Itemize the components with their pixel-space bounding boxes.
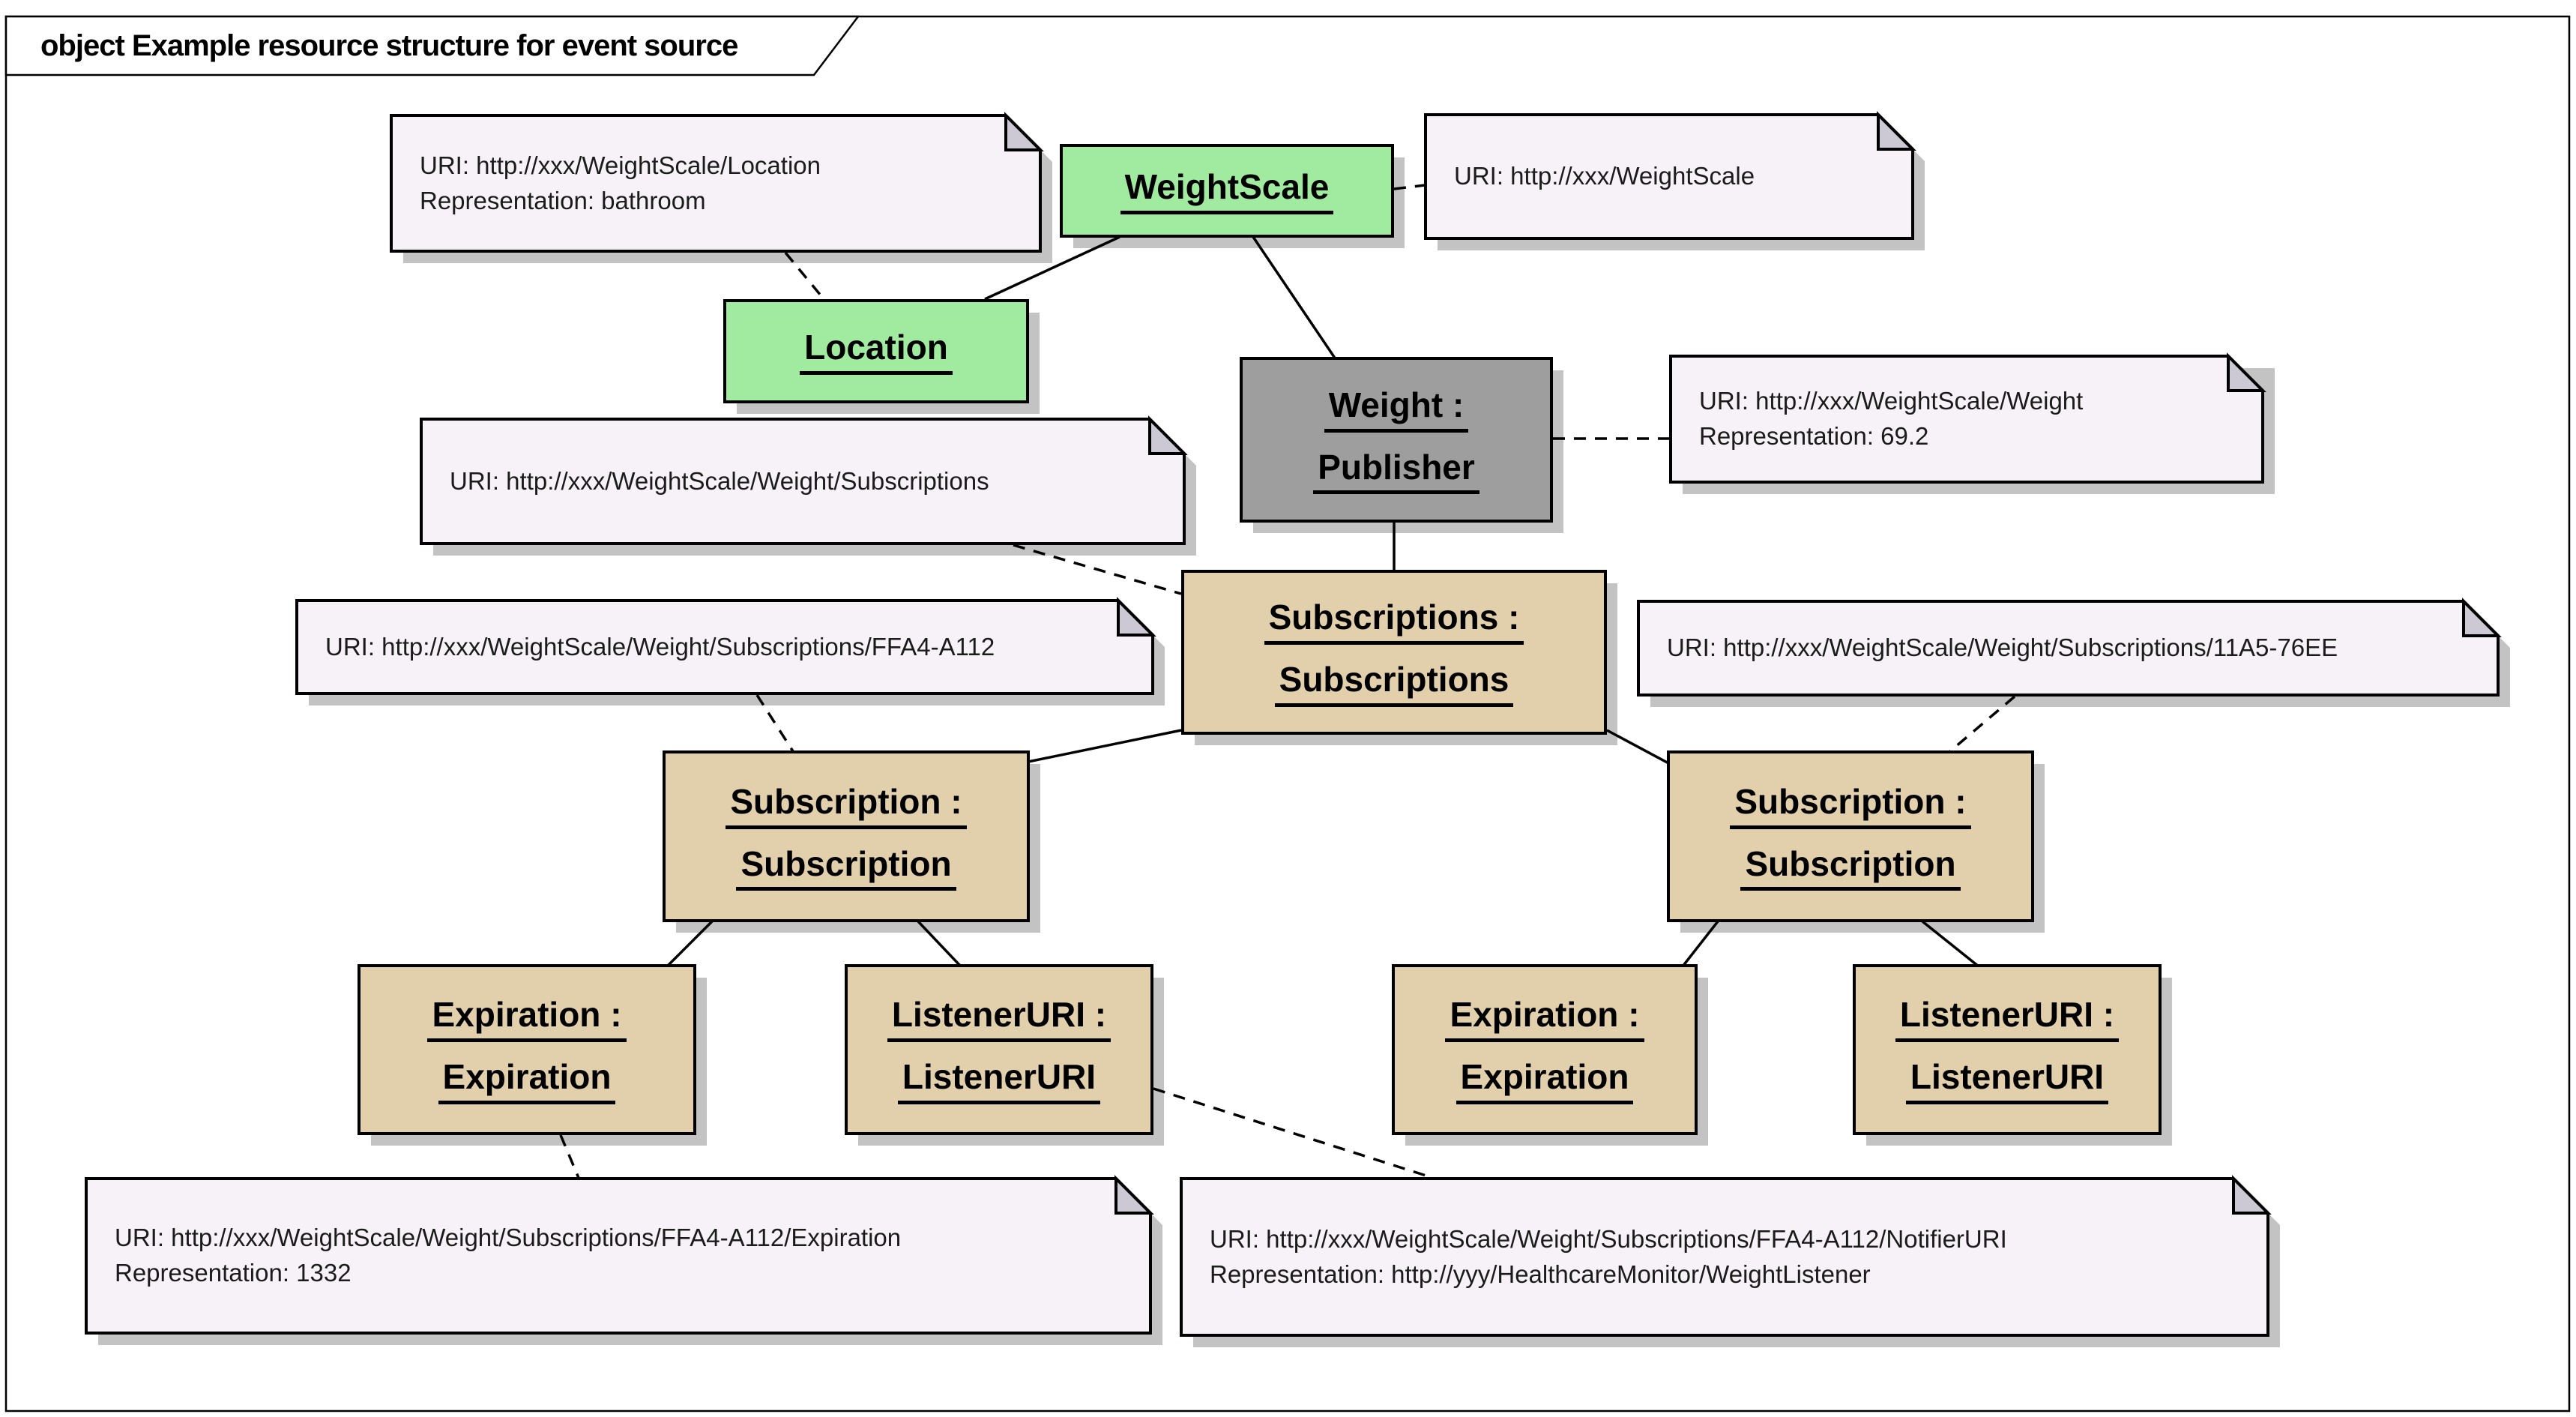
connector-subscription-right-listeneruri (1921, 920, 1980, 968)
object-box-weight-publisher (1240, 357, 1553, 523)
note-link-11a5 (1949, 695, 2016, 753)
note-notifier (1180, 1177, 2269, 1337)
note-fold-icon (1148, 415, 1188, 455)
note-location (390, 114, 1042, 253)
connector-subscriptions-subscription-right (1606, 729, 1672, 766)
note-link-expiration (559, 1134, 580, 1179)
note-link-weightscale (1393, 184, 1426, 190)
connector-subscriptions-subscription-left (1028, 729, 1182, 763)
note-link-ffa4 (755, 694, 794, 752)
note-fold-icon (2462, 598, 2502, 637)
object-box-subscriptions (1181, 570, 1607, 735)
diagram-title: object Example resource structure for ev… (40, 28, 738, 62)
object-box-listeneruri-left (845, 964, 1153, 1135)
note-fold-icon (1004, 112, 1044, 151)
note-weightscale (1424, 113, 1914, 240)
object-boxes (358, 144, 2162, 1135)
object-box-weightscale (1060, 144, 1394, 238)
object-box-subscription-right (1667, 750, 2034, 922)
connectors-dashed (559, 184, 2016, 1179)
connector-subscription-left-expiration (666, 920, 714, 968)
connectors-solid (666, 235, 1980, 968)
connector-subscription-left-listeneruri (917, 920, 962, 968)
object-box-location (723, 299, 1029, 403)
object-box-expiration-left (358, 964, 696, 1135)
note-weight (1669, 355, 2264, 484)
diagram-frame (4, 15, 2571, 1413)
note-fold-icon (1114, 1175, 1154, 1215)
note-11a5 (1637, 600, 2500, 697)
connector-weightscale-location (984, 235, 1120, 301)
note-fold-icon (2227, 352, 2266, 392)
note-fold-icon (1117, 597, 1156, 637)
connector-subscription-right-expiration (1681, 920, 1719, 968)
object-box-expiration-right (1392, 964, 1698, 1135)
note-link-location (784, 251, 826, 301)
note-ffa4 (295, 599, 1154, 695)
note-subscriptions (420, 418, 1186, 545)
shadows (98, 127, 2510, 1347)
note-expiration (85, 1177, 1152, 1335)
note-link-subscriptions (1013, 544, 1182, 595)
note-fold-icon (1877, 111, 1916, 151)
note-fold-icon (2232, 1175, 2272, 1215)
note-link-notifier (1153, 1087, 1434, 1179)
notes (85, 113, 2500, 1337)
frame-title-tab (4, 15, 860, 76)
object-box-listeneruri-right (1853, 964, 2162, 1135)
object-box-subscription-left (663, 750, 1030, 922)
connector-weightscale-publisher (1252, 236, 1337, 360)
note-folds (1004, 111, 2502, 1215)
